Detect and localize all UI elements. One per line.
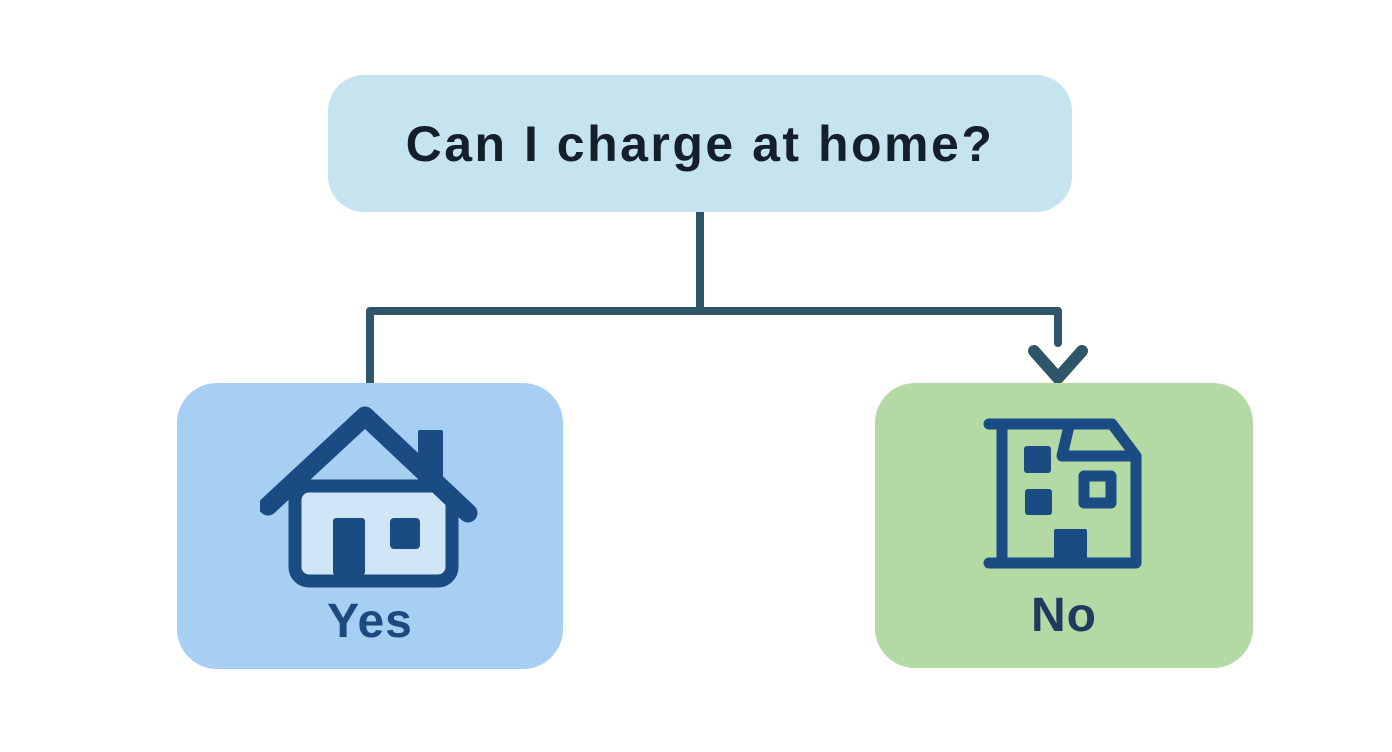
question-text: Can I charge at home?	[405, 115, 995, 172]
yes-node: Yes	[177, 383, 563, 669]
yes-node-content: Yes	[260, 406, 480, 646]
question-node: Can I charge at home?	[328, 75, 1072, 212]
yes-label: Yes	[327, 595, 413, 648]
connector-branch	[366, 307, 1062, 390]
no-node: No	[875, 383, 1253, 668]
arrow-down-icon	[1028, 345, 1088, 384]
building-icon	[983, 418, 1142, 569]
no-node-content: No	[979, 411, 1149, 640]
house-icon	[260, 406, 478, 588]
no-label: No	[1031, 589, 1097, 642]
